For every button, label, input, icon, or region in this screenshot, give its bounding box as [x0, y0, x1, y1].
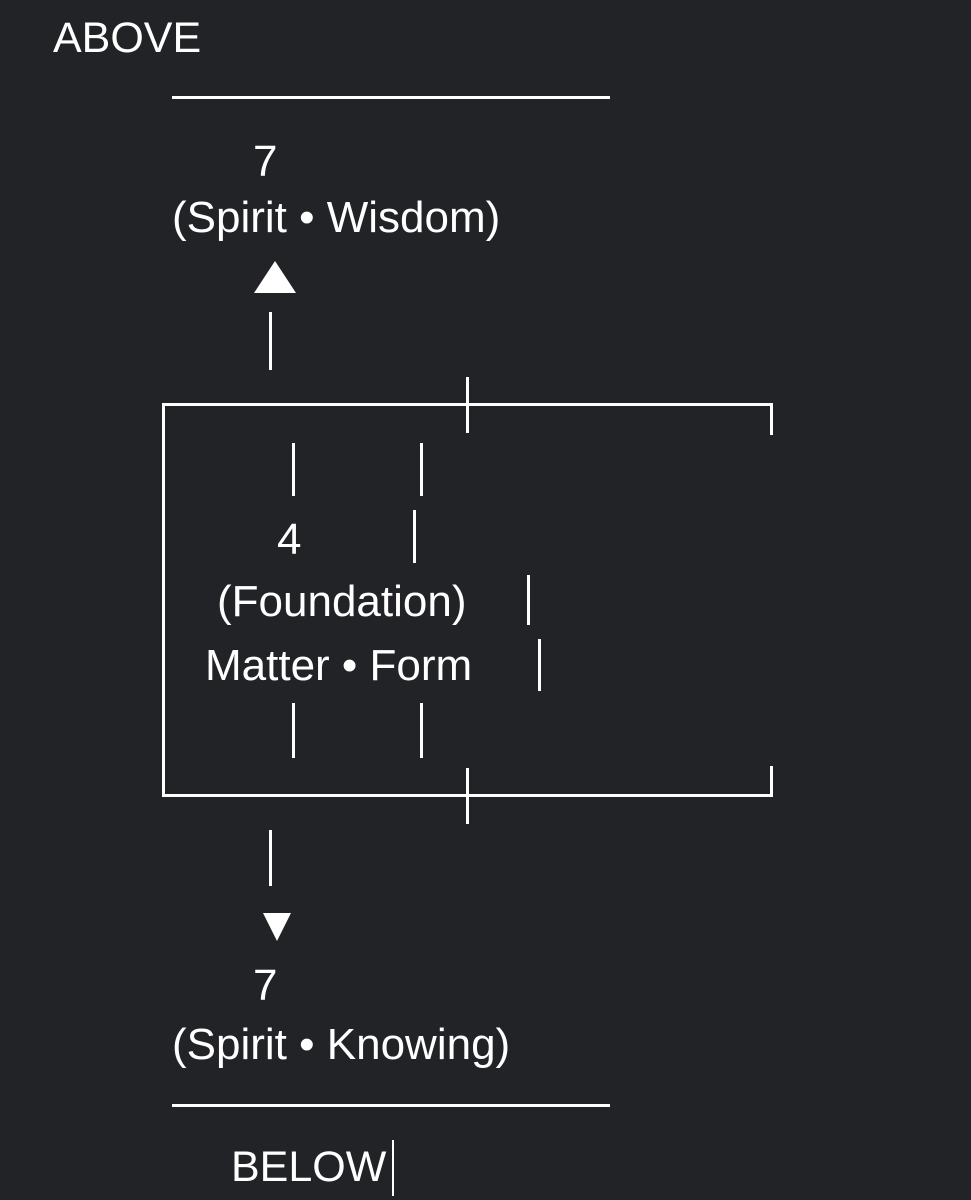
- top-divider: [172, 96, 610, 99]
- upper-bracket-right-end: [770, 403, 773, 435]
- down-arrow-icon: [263, 913, 291, 941]
- inner-connector-c: [413, 510, 416, 563]
- center-node-subcaption: Matter • Form: [205, 641, 473, 690]
- top-node-number: 7: [253, 137, 278, 186]
- center-node-number: 4: [277, 515, 302, 564]
- bottom-node-number: 7: [253, 961, 278, 1010]
- up-arrow-icon: [254, 261, 296, 293]
- bottom-divider: [172, 1104, 610, 1107]
- left-frame: [162, 403, 165, 797]
- inner-connector-d: [527, 575, 530, 625]
- lower-connector: [269, 830, 272, 886]
- center-node-caption: (Foundation): [217, 577, 467, 626]
- above-label: ABOVE: [53, 14, 202, 62]
- text-cursor: [392, 1140, 394, 1196]
- upper-connector: [269, 312, 272, 370]
- upper-bracket-tick: [466, 377, 469, 433]
- lower-bracket-right-end: [770, 766, 773, 797]
- inner-connector-e: [538, 639, 541, 691]
- inner-connector-a: [292, 443, 295, 496]
- inner-connector-f: [292, 703, 295, 758]
- lower-bracket-tick: [466, 768, 469, 824]
- inner-connector-b: [420, 443, 423, 496]
- bottom-node-caption: (Spirit • Knowing): [172, 1020, 511, 1069]
- inner-connector-g: [420, 703, 423, 758]
- top-node-caption: (Spirit • Wisdom): [172, 193, 501, 242]
- below-label[interactable]: BELOW: [231, 1143, 387, 1191]
